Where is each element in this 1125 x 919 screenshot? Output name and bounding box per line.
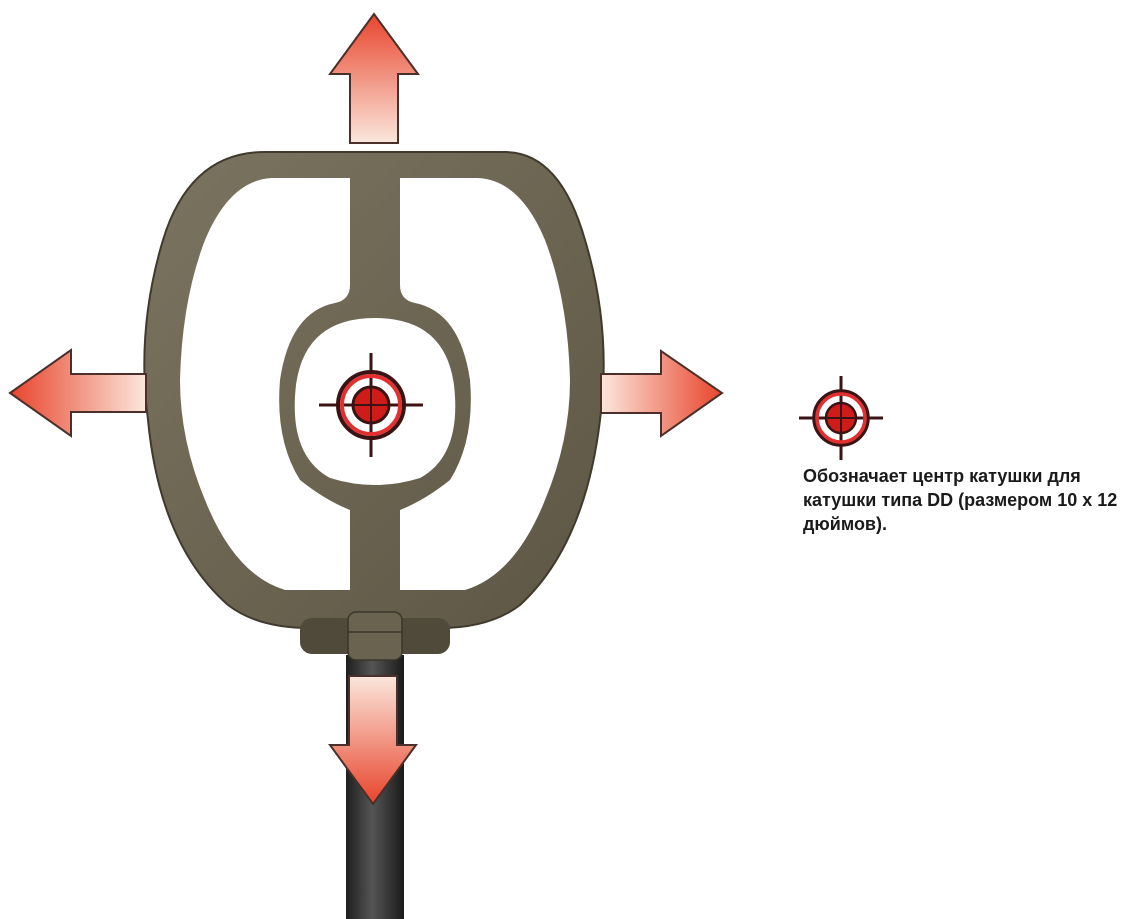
coil-yoke xyxy=(300,612,450,660)
arrow-up-icon xyxy=(330,14,418,143)
legend-crosshair-icon xyxy=(798,375,884,461)
arrow-left-icon xyxy=(10,350,146,436)
arrow-right-icon xyxy=(601,351,722,436)
legend-description: Обозначает центр катушки для катушки тип… xyxy=(803,464,1123,536)
